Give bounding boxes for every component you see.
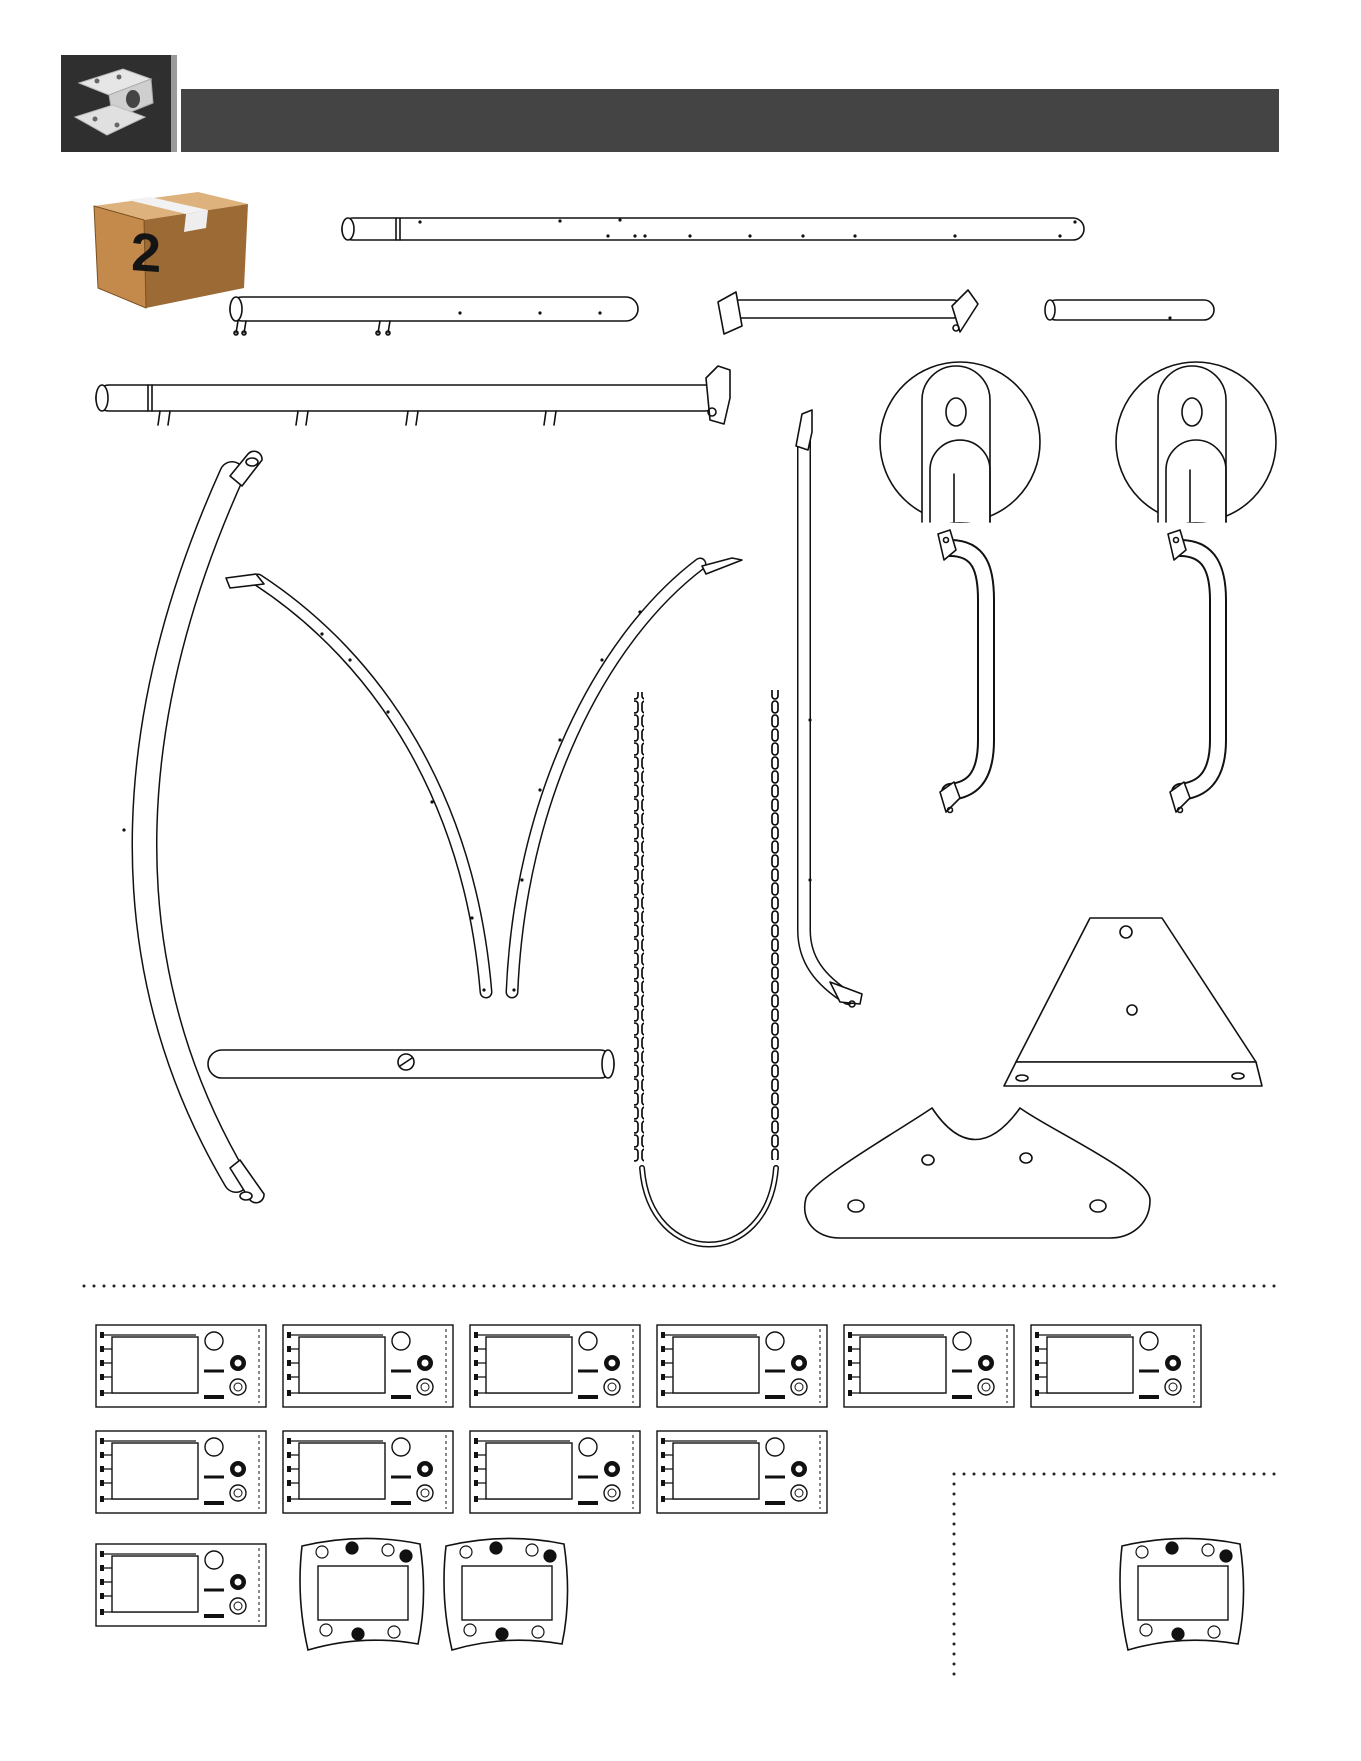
hardware-pouch (1120, 1538, 1244, 1650)
tube-with-hole (208, 1050, 614, 1078)
swing-seat-strap (642, 1168, 776, 1245)
hardware-bag (96, 1325, 266, 1407)
hardware-bag (657, 1431, 827, 1513)
hardware-bag (657, 1325, 827, 1407)
short-rail-with-brackets (718, 290, 978, 334)
hardware-bags (96, 1325, 1244, 1650)
hardware-bag (470, 1431, 640, 1513)
hardware-bag (283, 1325, 453, 1407)
hardware-bag (96, 1431, 266, 1513)
swing-chain-left (634, 692, 644, 1162)
hardware-bag (283, 1431, 453, 1513)
detail-view-right (1116, 362, 1276, 522)
swing-chain-right (770, 690, 780, 1160)
right-curved-brace (512, 558, 742, 992)
short-tube (1045, 300, 1214, 320)
grab-handle-left (938, 530, 986, 813)
long-top-rail (342, 218, 1084, 240)
triangle-bracket (1004, 918, 1262, 1086)
large-arch-leg (122, 451, 264, 1202)
detail-view-left (880, 362, 1040, 522)
left-curved-brace (226, 574, 486, 992)
hardware-bag (470, 1325, 640, 1407)
long-rail-with-bracket (96, 366, 730, 425)
hardware-pouch (444, 1538, 568, 1650)
grab-handle-right (1168, 530, 1218, 813)
hardware-pouch (300, 1538, 424, 1650)
mid-rail-with-clips (230, 297, 638, 335)
gusset-plate (805, 1108, 1150, 1238)
hardware-bag (844, 1325, 1014, 1407)
hardware-bag (96, 1544, 266, 1626)
vertical-leg (796, 410, 862, 1007)
hardware-bag (1031, 1325, 1201, 1407)
